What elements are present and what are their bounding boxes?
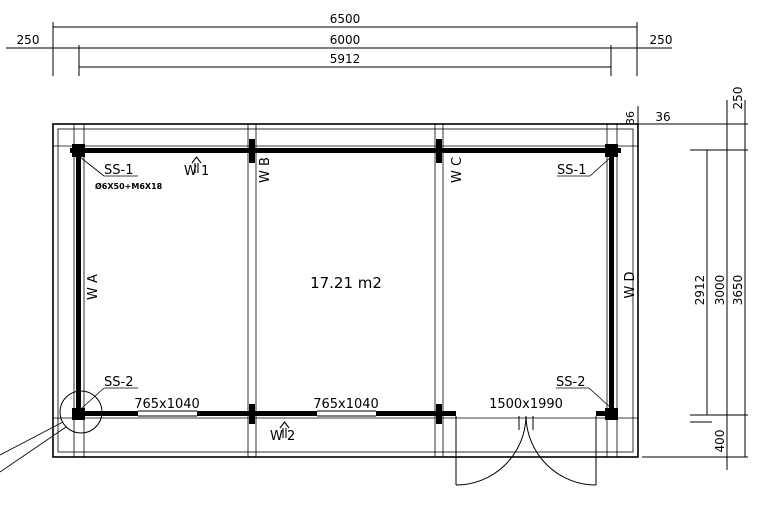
detail-callout xyxy=(0,390,103,473)
wall-bottom-mid-a xyxy=(197,411,317,416)
wall-marker-right: W D xyxy=(623,272,638,299)
wall-marker-top-b: W B xyxy=(258,157,273,183)
dim-right-overhang: 250 xyxy=(650,33,673,47)
walls xyxy=(70,139,621,424)
dim-wall-span: 5912 xyxy=(330,52,361,66)
foundation-outline xyxy=(52,123,639,458)
opening-window-2-label: 765x1040 xyxy=(313,397,379,412)
top-dimensions: 6500 250 6000 250 5912 xyxy=(6,12,672,76)
dim-total-width: 6500 xyxy=(330,12,361,26)
wall-bottom-left xyxy=(76,411,138,416)
opening-window-1-label: 765x1040 xyxy=(134,397,200,412)
opening-door-label: 1500x1990 xyxy=(489,397,563,412)
post-label-bottom-right: SS-2 xyxy=(556,375,585,390)
wall-left xyxy=(76,148,81,418)
wall-right xyxy=(609,148,614,418)
wall-marker-label-left: W A xyxy=(86,274,101,300)
double-door xyxy=(455,415,597,486)
post-labels: SS-1 Ø6X50+M6X18 SS-1 SS-2 SS-2 xyxy=(79,156,612,409)
wall-marker-top-c: W C xyxy=(450,157,465,183)
dim-top-overhang: 250 xyxy=(731,87,745,110)
wall-marker-top-left: W 1 xyxy=(184,156,209,179)
wall-markers: W 1 W B W C W A W D W 2 xyxy=(86,156,638,444)
dim-wall-thickness-b: 36 xyxy=(655,110,670,124)
wall-top xyxy=(70,148,621,153)
wall-marker-label-bottom: W 2 xyxy=(270,429,295,444)
openings: 765x1040 765x1040 1500x1990 xyxy=(134,397,597,486)
dim-front-overhang: 400 xyxy=(713,430,727,453)
dim-inner-width: 6000 xyxy=(330,33,361,47)
post-label-top-right: SS-1 xyxy=(557,163,586,178)
dim-left-overhang: 250 xyxy=(17,33,40,47)
wall-marker-label-right: W D xyxy=(623,272,638,299)
wall-marker-label-top-b: W B xyxy=(258,157,273,183)
dim-depth: 3000 xyxy=(713,275,727,306)
floor-area-label: 17.21 m2 xyxy=(310,274,382,292)
dim-total-depth: 3650 xyxy=(731,275,745,306)
wall-marker-bottom: W 2 xyxy=(270,421,295,444)
post-note-top-left: Ø6X50+M6X18 xyxy=(95,181,163,191)
dim-inner-depth: 2912 xyxy=(693,275,707,306)
wall-bottom-mid-b xyxy=(376,411,456,416)
wall-marker-left: W A xyxy=(86,274,101,300)
post-label-bottom-left: SS-2 xyxy=(104,375,133,390)
right-dimensions: 36 36 250 2912 3000 3650 400 xyxy=(612,87,748,470)
wall-marker-label-top-left: W 1 xyxy=(184,164,209,179)
dim-wall-thickness-a: 36 xyxy=(624,111,637,125)
wall-marker-label-top-c: W C xyxy=(450,157,465,183)
post-label-top-left: SS-1 xyxy=(104,163,133,178)
